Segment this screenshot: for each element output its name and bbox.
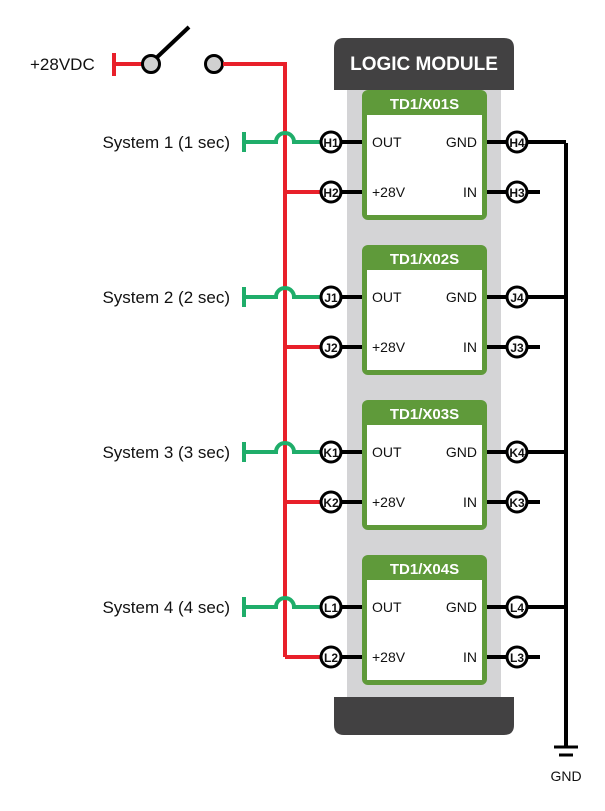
module-4-box-inner: [367, 580, 482, 680]
module-2-out-terminal-label: J1: [324, 291, 338, 305]
module-2-gnd-terminal-label: J4: [510, 291, 524, 305]
module-3-signal-wire: [244, 441, 322, 454]
module-3-name: TD1/X03S: [390, 406, 459, 423]
module-1-gnd-pin-label: GND: [446, 134, 477, 150]
module-4-out-pin-label: OUT: [372, 599, 402, 615]
module-4-signal-wire: [244, 596, 322, 609]
switch-contact-right: [204, 54, 224, 74]
module-1-pwr-terminal: [319, 180, 343, 204]
module-3-box-inner: [367, 425, 482, 525]
module-2-box-inner: [367, 270, 482, 370]
module-4-in-terminal: [505, 645, 529, 669]
module-1-system-label: System 1 (1 sec): [102, 133, 230, 152]
module-1-gnd-terminal-label: H4: [509, 136, 525, 150]
module-1-in-terminal-label: H3: [509, 186, 525, 200]
module-3-system-label: System 3 (3 sec): [102, 443, 230, 462]
module-2-pwr-pin-label: +28V: [372, 339, 406, 355]
module-2-system-label: System 2 (2 sec): [102, 288, 230, 307]
power-bus: [223, 62, 287, 657]
module-1-name: TD1/X01S: [390, 96, 459, 113]
module-1-in-pin-label: IN: [463, 184, 477, 200]
module-4-pwr-terminal-label: L2: [324, 651, 338, 665]
module-4-out-terminal-label: L1: [324, 601, 338, 615]
module-2-in-terminal-label: J3: [510, 341, 524, 355]
module-1-out-pin-label: OUT: [372, 134, 402, 150]
module-2-pwr-terminal: [319, 335, 343, 359]
module-4-in-pin-label: IN: [463, 649, 477, 665]
module-2-gnd-pin-label: GND: [446, 289, 477, 305]
module-4-gnd-pin-label: GND: [446, 599, 477, 615]
module-2-out-terminal: [319, 285, 343, 309]
module-1-out-terminal-label: H1: [323, 136, 339, 150]
module-1-in-terminal: [505, 180, 529, 204]
module-4-pwr-pin-label: +28V: [372, 649, 406, 665]
ground-label: GND: [550, 768, 581, 784]
module-3-gnd-terminal: [505, 440, 529, 464]
module-1-signal-wire: [244, 131, 322, 144]
module-1-out-terminal: [319, 130, 343, 154]
supply-label: +28VDC: [30, 55, 95, 74]
module-2-out-pin-label: OUT: [372, 289, 402, 305]
module-4-gnd-terminal-label: L4: [510, 601, 524, 615]
switch-lever: [150, 25, 191, 64]
module-1-pwr-pin-label: +28V: [372, 184, 406, 200]
module-title: LOGIC MODULE: [350, 54, 498, 75]
module-1-gnd-terminal: [505, 130, 529, 154]
module-3-out-terminal: [319, 440, 343, 464]
module-2-in-terminal: [505, 335, 529, 359]
housing-base: [334, 697, 514, 735]
housing-header: [334, 38, 514, 90]
module-2-name: TD1/X02S: [390, 251, 459, 268]
module-4-out-terminal: [319, 595, 343, 619]
module-4-name: TD1/X04S: [390, 561, 459, 578]
module-3-pwr-terminal-label: K2: [323, 496, 339, 510]
module-4-pwr-terminal: [319, 645, 343, 669]
module-3-out-terminal-label: K1: [323, 446, 339, 460]
module-3-in-terminal: [505, 490, 529, 514]
module-4-system-label: System 4 (4 sec): [102, 598, 230, 617]
module-2-in-pin-label: IN: [463, 339, 477, 355]
module-3-in-terminal-label: K3: [509, 496, 525, 510]
module-3-gnd-pin-label: GND: [446, 444, 477, 460]
module-3-gnd-terminal-label: K4: [509, 446, 525, 460]
module-2-signal-wire: [244, 286, 322, 299]
module-3-out-pin-label: OUT: [372, 444, 402, 460]
module-3-pwr-terminal: [319, 490, 343, 514]
module-2-pwr-terminal-label: J2: [324, 341, 338, 355]
module-1-pwr-terminal-label: H2: [323, 186, 339, 200]
module-3-in-pin-label: IN: [463, 494, 477, 510]
module-3-pwr-pin-label: +28V: [372, 494, 406, 510]
module-1-box-inner: [367, 115, 482, 215]
module-4-in-terminal-label: L3: [510, 651, 524, 665]
module-4-gnd-terminal: [505, 595, 529, 619]
module-2-gnd-terminal: [505, 285, 529, 309]
switch-contact-left: [141, 54, 161, 74]
